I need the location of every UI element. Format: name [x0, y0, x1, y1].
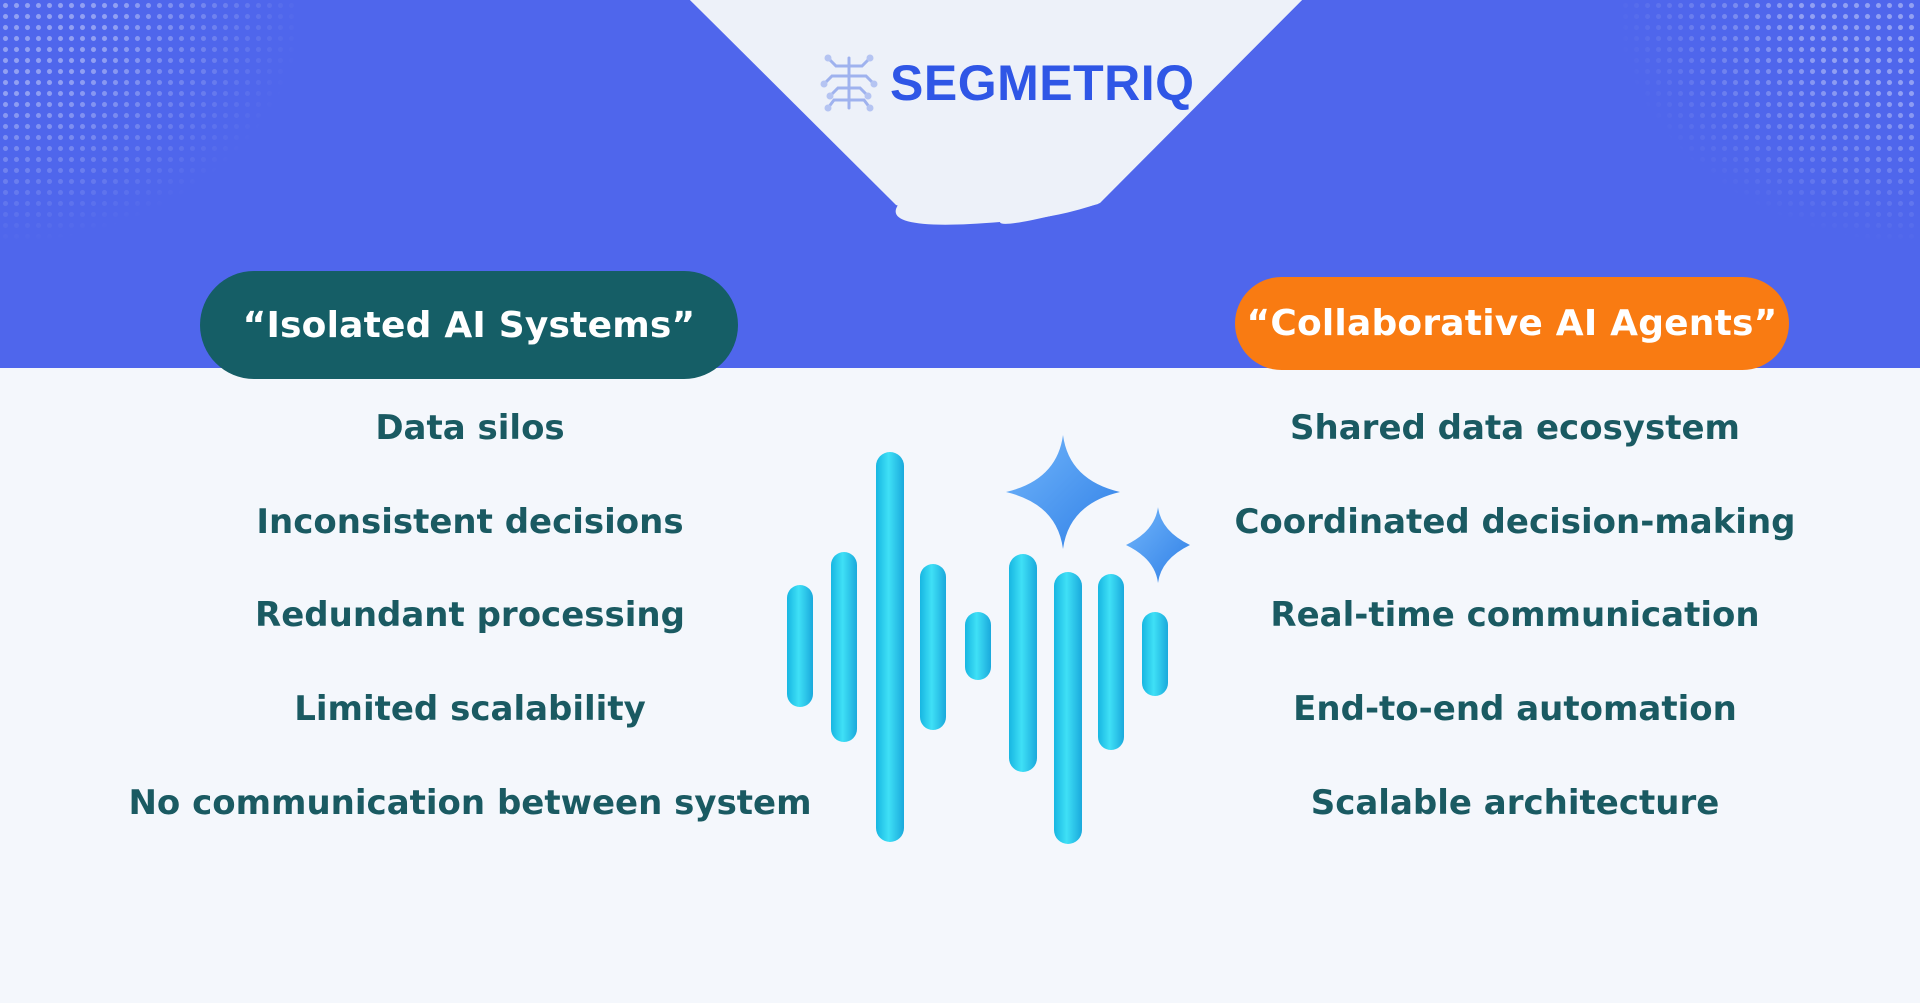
dot-pattern-left [0, 0, 300, 240]
list-item: End-to-end automation [1293, 689, 1737, 729]
list-item: Inconsistent decisions [256, 502, 684, 542]
list-item: No communication between system [128, 783, 812, 823]
isolated-systems-heading: “Isolated AI Systems” [200, 271, 738, 379]
small-sparkle [1126, 507, 1190, 583]
list-item: Real-time communication [1270, 595, 1760, 635]
list-item: Coordinated decision-making [1234, 502, 1796, 542]
wave-bar [1142, 612, 1168, 696]
list-item: Data silos [375, 408, 565, 448]
list-item: Redundant processing [255, 595, 685, 635]
brand-name: SEGMETRIQ [890, 55, 1195, 111]
dot-pattern-right [1620, 0, 1920, 240]
wave-bar [965, 612, 991, 680]
list-item: Shared data ecosystem [1290, 408, 1740, 448]
wave-bar [920, 564, 946, 730]
list-item: Limited scalability [294, 689, 646, 729]
large-sparkle [1006, 435, 1120, 549]
list-item: Scalable architecture [1310, 783, 1720, 823]
collaborative-agents-heading: “Collaborative AI Agents” [1235, 277, 1789, 370]
brand-logo: SEGMETRIQ [816, 50, 1195, 116]
wave-bar [876, 452, 904, 842]
circuit-brain-icon [820, 54, 878, 112]
wave-bar [1054, 572, 1082, 844]
header-notch [690, 0, 1302, 225]
wave-bar [1009, 554, 1037, 772]
wave-bar [1098, 574, 1124, 750]
wave-bar [831, 552, 857, 742]
ai-soundwave-sparkle-icon [787, 435, 1190, 844]
wave-bar [787, 585, 813, 707]
